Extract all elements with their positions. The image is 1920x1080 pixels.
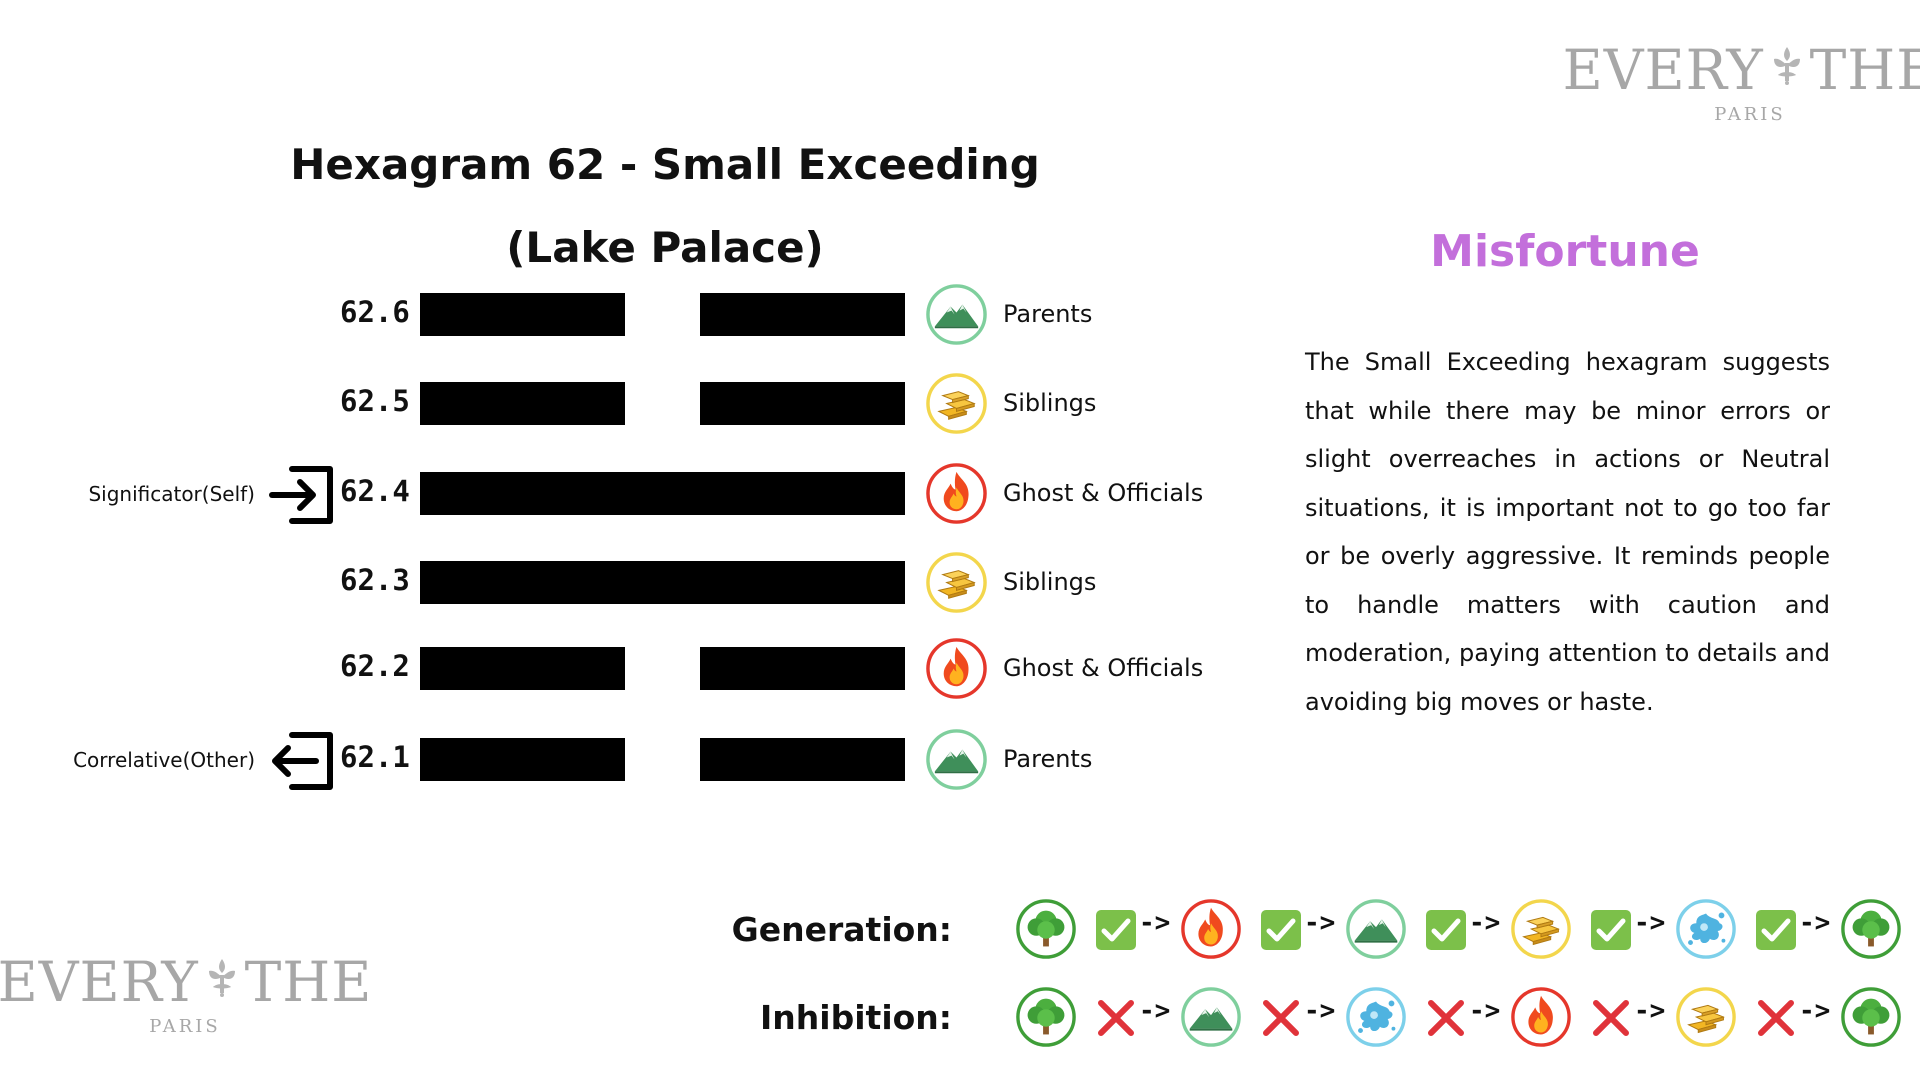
inhibition-arrow: -> [1799, 996, 1831, 1026]
generation-arrow: -> [1139, 908, 1171, 938]
hexagram-line-3: 62.3 Siblings [0, 551, 1250, 614]
line-segment-right [700, 738, 905, 781]
relation-label: Siblings [1003, 389, 1097, 417]
hexagram-line-4: 62.4 Ghost & Officials [0, 462, 1250, 525]
significator-marker: Significator(Self) [0, 462, 340, 526]
generation-arrow: -> [1469, 908, 1501, 938]
hexagram-line-5: 62.5 Siblings [0, 372, 1250, 435]
fire-icon [1180, 898, 1242, 960]
generation-label: Generation: [731, 910, 952, 949]
brand-logo-top: EVERY THE PARIS [1563, 38, 1920, 125]
line-segment-solid [420, 561, 905, 604]
inhibition-cycle: Inhibition: -> -> -> -> -> [0, 986, 1920, 1056]
palace-subtitle: (Lake Palace) [506, 223, 824, 272]
line-segment-left [420, 293, 625, 336]
line-segment-left [420, 647, 625, 690]
line-segment-right [700, 382, 905, 425]
correlative-marker: Correlative(Other) [0, 728, 340, 792]
gold-bars-icon [1510, 898, 1572, 960]
cross-icon [1755, 997, 1797, 1039]
generation-arrow: -> [1304, 908, 1336, 938]
check-icon [1755, 909, 1797, 951]
fire-icon [925, 637, 988, 700]
brand-name-end: THE [244, 950, 373, 1014]
relation-label: Siblings [1003, 568, 1097, 596]
hexagram-title: Hexagram 62 - Small Exceeding [290, 140, 1040, 189]
brand-city: PARIS [1714, 104, 1786, 125]
relation-label: Parents [1003, 300, 1093, 328]
brand-name-main: EVERY [0, 950, 199, 1014]
inhibition-arrow: -> [1139, 996, 1171, 1026]
inhibition-arrow: -> [1469, 996, 1501, 1026]
fleur-emblem-icon [1770, 45, 1804, 96]
cross-icon [1095, 997, 1137, 1039]
generation-arrow: -> [1634, 908, 1666, 938]
line-number: 62.6 [340, 295, 410, 329]
line-segment-right [700, 293, 905, 336]
fortune-heading: Misfortune [1430, 226, 1700, 277]
line-number: 62.1 [340, 740, 410, 774]
hexagram-line-1: 62.1 Parents [0, 728, 1250, 791]
cross-icon [1260, 997, 1302, 1039]
mountain-icon [1180, 986, 1242, 1048]
generation-arrow: -> [1799, 908, 1831, 938]
gold-bars-icon [925, 372, 988, 435]
check-icon [1095, 909, 1137, 951]
line-segment-right [700, 647, 905, 690]
brand-city: PARIS [149, 1016, 221, 1037]
arrow-exit-icon [268, 730, 336, 796]
line-number: 62.4 [340, 474, 410, 508]
tree-icon [1840, 986, 1902, 1048]
inhibition-arrow: -> [1304, 996, 1336, 1026]
arrow-enter-icon [268, 464, 336, 530]
fire-icon [925, 462, 988, 525]
gold-bars-icon [1675, 986, 1737, 1048]
check-icon [1260, 909, 1302, 951]
relation-label: Parents [1003, 745, 1093, 773]
tree-icon [1015, 898, 1077, 960]
inhibition-label: Inhibition: [760, 998, 952, 1037]
check-icon [1425, 909, 1467, 951]
brand-logo-bottom: EVERY THE PARIS [0, 950, 371, 1037]
water-splash-icon [1345, 986, 1407, 1048]
mountain-icon [925, 728, 988, 791]
mountain-icon [925, 283, 988, 346]
inhibition-arrow: -> [1634, 996, 1666, 1026]
fleur-emblem-icon [205, 957, 239, 1008]
fortune-description: The Small Exceeding hexagram suggests th… [1305, 348, 1830, 716]
hexagram-line-6: 62.6 Parents [0, 283, 1250, 346]
brand-wordmark: EVERY THE [1563, 38, 1920, 102]
brand-name-main: EVERY [1562, 38, 1764, 102]
relation-label: Ghost & Officials [1003, 479, 1204, 507]
line-segment-left [420, 382, 625, 425]
line-segment-left [420, 738, 625, 781]
correlative-label: Correlative(Other) [73, 748, 255, 772]
line-segment-solid [420, 472, 905, 515]
water-splash-icon [1675, 898, 1737, 960]
line-number: 62.3 [340, 563, 410, 597]
check-icon [1590, 909, 1632, 951]
cross-icon [1590, 997, 1632, 1039]
significator-label: Significator(Self) [88, 482, 255, 506]
line-number: 62.2 [340, 649, 410, 683]
fire-icon [1510, 986, 1572, 1048]
line-number: 62.5 [340, 384, 410, 418]
tree-icon [1840, 898, 1902, 960]
relation-label: Ghost & Officials [1003, 654, 1204, 682]
hexagram-line-2: 62.2 Ghost & Officials [0, 637, 1250, 700]
gold-bars-icon [925, 551, 988, 614]
brand-wordmark: EVERY THE [0, 950, 371, 1014]
mountain-icon [1345, 898, 1407, 960]
brand-name-end: THE [1809, 38, 1920, 102]
tree-icon [1015, 986, 1077, 1048]
generation-cycle: Generation: -> -> -> -> -> [0, 898, 1920, 968]
cross-icon [1425, 997, 1467, 1039]
